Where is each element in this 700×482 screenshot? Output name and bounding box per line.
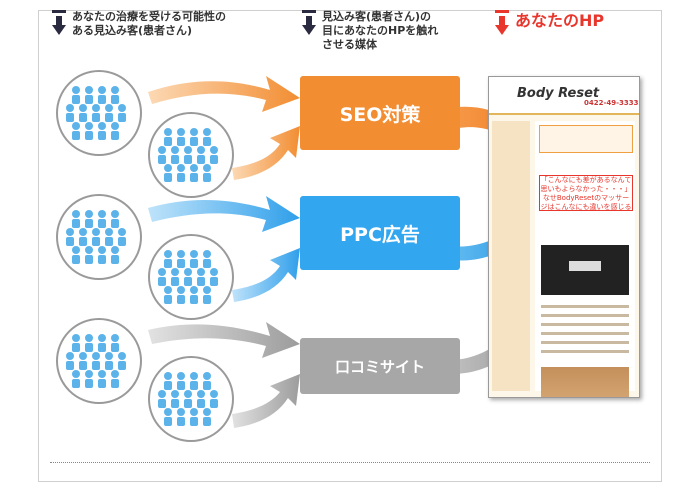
media-seo-box: SEO対策 (300, 76, 460, 150)
hp-video-logo (569, 261, 601, 271)
people-crowd-icon (158, 128, 218, 182)
prospect-group-2 (148, 112, 234, 198)
hp-sidebar (492, 121, 530, 391)
arrow-to-ppc-lower (232, 248, 300, 302)
header-media-line1: 見込み客(患者さん)の (322, 10, 432, 23)
people-crowd-icon (158, 250, 218, 304)
down-arrow-icon (302, 10, 316, 35)
arrow-to-seo-upper (148, 76, 300, 112)
people-crowd-icon (158, 372, 218, 426)
header-media: 見込み客(患者さん)の 目にあなたのHPを触れ させる媒体 (302, 10, 438, 52)
arrow-to-seo-lower (232, 126, 300, 180)
people-crowd-icon (66, 86, 126, 140)
header-homepage: あなたのHP (495, 10, 604, 36)
media-seo-label: SEO対策 (339, 103, 421, 126)
bottom-divider (50, 462, 650, 463)
hp-logo: Body Reset (517, 86, 600, 101)
arrow-to-ppc-upper (148, 196, 300, 232)
hp-text-lines (541, 305, 629, 359)
prospect-group-1 (56, 70, 142, 156)
prospect-group-6 (148, 356, 234, 442)
header-homepage-label: あなたのHP (515, 11, 605, 30)
prospect-group-4 (148, 234, 234, 320)
header-prospects-line2: ある見込み客(患者さん) (72, 24, 193, 37)
media-kuchikomi-box: 口コミサイト (300, 338, 460, 394)
media-kuchikomi-label: 口コミサイト (334, 357, 425, 376)
people-crowd-icon (66, 210, 126, 264)
hp-phone: 0422-49-3333 (584, 99, 639, 107)
header-media-line3: させる媒体 (322, 38, 377, 51)
prospect-group-5 (56, 318, 142, 404)
header-media-line2: 目にあなたのHPを触れ (322, 24, 439, 37)
header-prospects-line1: あなたの治療を受ける可能性の (72, 10, 226, 23)
people-crowd-icon (66, 334, 126, 388)
hp-banner (539, 125, 633, 153)
media-ppc-box: PPC広告 (300, 196, 460, 270)
hp-main: 「こんなにも差があるなんて思いもよらなかった・・・」なせBodyResetのマッ… (535, 121, 635, 397)
prospect-group-3 (56, 194, 142, 280)
homepage-screenshot: Body Reset 0422-49-3333 「こんなにも差があるなんて思いも… (488, 76, 640, 398)
hp-staff-photo (541, 367, 629, 397)
arrow-to-kuchikomi-lower (232, 374, 300, 428)
hp-video (541, 245, 629, 295)
down-arrow-icon (52, 10, 66, 35)
media-ppc-label: PPC広告 (340, 223, 420, 246)
hp-catchcopy: 「こんなにも差があるなんて思いもよらなかった・・・」なせBodyResetのマッ… (539, 175, 633, 211)
header-prospects: あなたの治療を受ける可能性の ある見込み客(患者さん) (52, 10, 226, 38)
arrow-to-kuchikomi-upper (148, 322, 300, 358)
hp-header: Body Reset 0422-49-3333 (489, 77, 639, 115)
down-arrow-red-icon (495, 10, 509, 35)
